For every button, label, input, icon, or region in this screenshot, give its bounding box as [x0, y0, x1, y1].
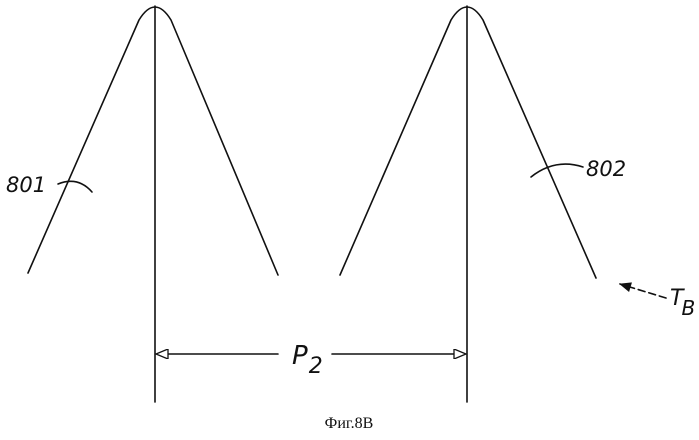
label-801-text: 801 — [6, 173, 46, 197]
tooth-left-profile — [28, 7, 278, 275]
tooth-left — [28, 6, 278, 402]
pitch-label: P2 — [292, 341, 323, 379]
direction-indicator: TB — [620, 284, 695, 320]
label-802-text: 802 — [586, 157, 626, 181]
pitch-dimension: P2 — [157, 341, 465, 379]
label-801-leader — [58, 181, 92, 192]
tooth-right — [340, 6, 596, 402]
pitch-label-main: P — [292, 341, 308, 371]
figure-caption: Фиг.8В — [325, 415, 374, 432]
pitch-label-sub: 2 — [309, 354, 323, 379]
direction-arrow — [620, 284, 666, 298]
direction-label-sub: B — [681, 296, 695, 320]
label-801: 801 — [6, 173, 92, 197]
direction-label: TB — [670, 286, 695, 320]
tooth-right-profile — [340, 7, 596, 278]
label-802-leader — [531, 164, 583, 177]
